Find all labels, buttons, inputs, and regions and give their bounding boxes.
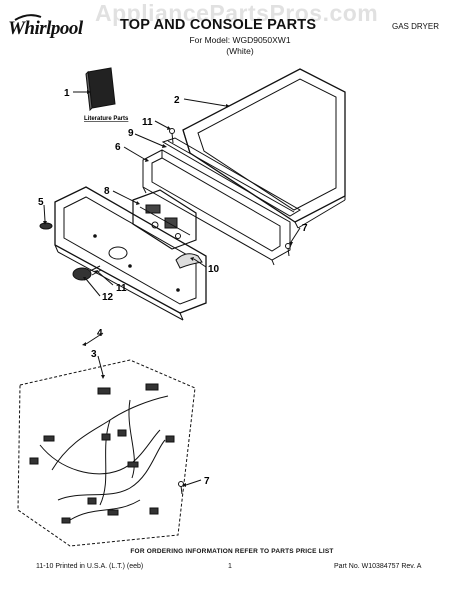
knob-part [72, 265, 102, 281]
callout-12: 12 [102, 292, 114, 303]
callout-2: 2 [174, 95, 180, 106]
callout-11: 11 [116, 283, 127, 294]
wire-harness-part [17, 359, 196, 547]
watermark: AppliancePartsPros.com [95, 0, 379, 26]
product-type: GAS DRYER [392, 22, 439, 31]
callout-4: 4 [97, 328, 103, 339]
callout-9: 9 [128, 128, 134, 139]
callout-7: 7 [204, 476, 210, 487]
callout-3: 3 [91, 349, 97, 360]
part-number: Part No. W10384757 Rev. A [334, 563, 422, 570]
brand-logo: Whirlpool [8, 18, 83, 39]
footer-note: FOR ORDERING INFORMATION REFER TO PARTS … [130, 548, 334, 555]
page-number: 1 [228, 563, 232, 570]
callout-5: 5 [38, 197, 44, 208]
screw-part [178, 481, 184, 495]
console-frame-part [142, 149, 291, 266]
callout-8: 8 [104, 186, 110, 197]
callout-10: 10 [208, 264, 220, 275]
callout-6: 6 [115, 142, 121, 153]
mounting-bracket-part [161, 137, 301, 217]
badge-part [39, 222, 53, 230]
brand-swoosh-icon [14, 14, 42, 21]
screw-part [169, 128, 175, 144]
callout-7: 7 [302, 223, 308, 234]
screw-part [285, 243, 291, 257]
top-panel-part [182, 68, 346, 229]
literature-label: Literature Parts [84, 116, 129, 122]
model-color: (White) [226, 46, 254, 56]
callout-11: 11 [142, 117, 153, 128]
literature-booklet-part [85, 67, 116, 112]
end-cap-part [175, 253, 203, 269]
page-title: TOP AND CONSOLE PARTS [120, 17, 317, 33]
print-info: 11-10 Printed in U.S.A. (L.T.) (eeb) [36, 563, 144, 570]
model-number: For Model: WGD9050XW1 [189, 35, 291, 45]
console-assembly-part [54, 186, 207, 321]
callout-1: 1 [64, 88, 70, 99]
